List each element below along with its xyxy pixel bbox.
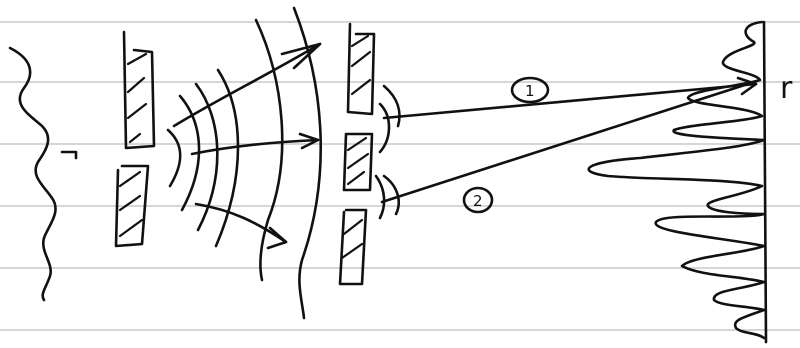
- path-2-label: 2: [464, 188, 492, 212]
- path-1-label: 1: [512, 78, 548, 102]
- incoming-wave: [10, 48, 56, 300]
- point-marker-r: r: [780, 71, 793, 106]
- path-rays: [382, 78, 756, 202]
- notebook-ruled-lines: [0, 22, 800, 330]
- detection-screen: [764, 22, 766, 342]
- wave-tick: [62, 152, 76, 158]
- path-1-number: 1: [525, 82, 535, 100]
- single-slit-barrier: [116, 32, 154, 246]
- interference-pattern: [589, 22, 764, 338]
- propagation-arrows: [174, 44, 320, 248]
- double-slit-barrier: [340, 24, 374, 284]
- diverging-wavefronts: [168, 8, 321, 318]
- path-2-number: 2: [473, 192, 483, 210]
